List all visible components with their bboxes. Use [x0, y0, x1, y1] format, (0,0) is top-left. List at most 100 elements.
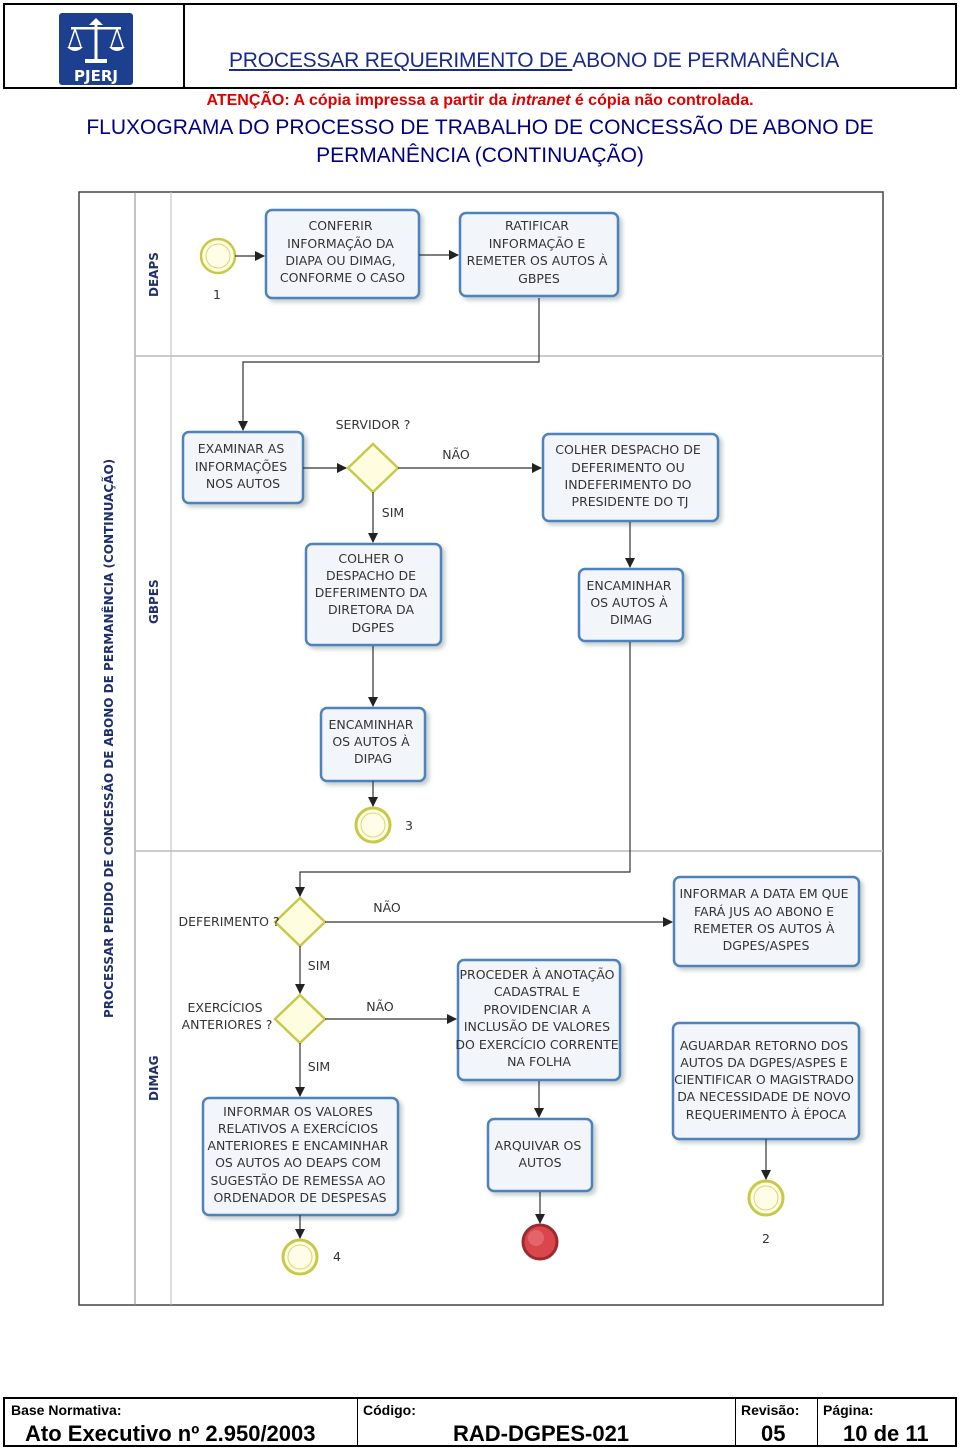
task-proceder-line: CADASTRAL E	[494, 984, 580, 999]
footer-revisao-label: Revisão:	[741, 1402, 800, 1418]
title-rest: ABONO DE PERMANÊNCIA	[572, 49, 840, 72]
attention-notice: ATENÇÃO: A cópia impressa a partir da in…	[0, 92, 960, 110]
title-underlined: PROCESSAR REQUERIMENTO DE	[229, 49, 573, 72]
pool-title: PROCESSAR PEDIDO DE CONCESSÃO DE ABONO D…	[101, 459, 116, 1018]
footer-codigo-label: Código:	[363, 1402, 416, 1418]
task-colher-indeferimento-line: PRESIDENTE DO TJ	[572, 494, 689, 509]
svg-text:EXERCÍCIOS ANTERIORES ?: EXERCÍCIOS ANTERIORES ?	[182, 1000, 273, 1032]
gateway-exercicios-label: EXERCÍCIOS	[187, 1000, 262, 1015]
task-encaminhar-dipag: ENCAMINHAR OS AUTOS À DIPAG	[319, 706, 427, 783]
flow-label-sim: SIM	[308, 1059, 330, 1074]
footer-base-label: Base Normativa:	[11, 1402, 122, 1418]
task-colher-diretora-line: DGPES	[352, 620, 395, 635]
flowchart-title-line1: FLUXOGRAMA DO PROCESSO DE TRABALHO DE CO…	[86, 116, 874, 139]
task-encaminhar-dimag-line: OS AUTOS À	[590, 595, 668, 610]
gateway-exercicios: EXERCÍCIOS ANTERIORES ?	[182, 993, 327, 1045]
gateway-deferimento-label: DEFERIMENTO ?	[178, 914, 279, 929]
task-aguardar-line: AUTOS DA DGPES/ASPES E	[680, 1055, 848, 1070]
bpmn-diagram: PROCESSAR PEDIDO DE CONCESSÃO DE ABONO D…	[78, 191, 884, 1306]
start-event-label: 1	[213, 287, 221, 302]
task-colher-diretora-line: COLHER O	[338, 551, 403, 566]
footer-base-value: Ato Executivo nº 2.950/2003	[25, 1421, 316, 1446]
svg-text:COLHER O DESPACHO DE: COLHER O DESPACHO DE DEFERIMENTO DA DIRE…	[315, 551, 431, 635]
task-informar-data-line: FARÁ JUS AO ABONO E	[694, 904, 834, 919]
task-aguardar-line: AGUARDAR RETORNO DOS	[680, 1038, 848, 1053]
task-encaminhar-dipag-line: OS AUTOS À	[332, 734, 410, 749]
lane-deaps: DEAPS	[147, 252, 161, 297]
document-title: PROCESSAR REQUERIMENTO DE ABONO DE PERMA…	[185, 5, 955, 87]
footer-pagina-value: 10 de 11	[843, 1421, 929, 1446]
footer-codigo-value: RAD-DGPES-021	[453, 1421, 630, 1446]
footer-codigo: Código: RAD-DGPES-021	[357, 1399, 736, 1446]
svg-text:EXAMINAR AS INFORMAÇÕES: EXAMINAR AS INFORMAÇÕES NOS AUTOS	[195, 441, 291, 491]
task-arquivar-line: ARQUIVAR OS	[495, 1138, 582, 1153]
svg-text:INFORMAR OS VALORES RELA: INFORMAR OS VALORES RELATIVOS A EXERCÍCI…	[208, 1104, 393, 1205]
task-informar-valores-line: INFORMAR OS VALORES	[223, 1104, 373, 1119]
task-aguardar-line: REQUERIMENTO À ÉPOCA	[686, 1107, 847, 1122]
sequence-flows	[235, 250, 771, 1239]
flowchart-title-line2: PERMANÊNCIA (CONTINUAÇÃO)	[316, 144, 644, 167]
task-colher-indeferimento-line: DEFERIMENTO OU	[571, 460, 684, 475]
task-ratificar-line: REMETER OS AUTOS À	[467, 253, 608, 268]
task-examinar-line: INFORMAÇÕES	[195, 459, 287, 474]
task-encaminhar-dipag-line: ENCAMINHAR	[329, 717, 414, 732]
task-examinar: EXAMINAR AS INFORMAÇÕES NOS AUTOS	[181, 430, 305, 505]
task-arquivar: ARQUIVAR OS AUTOS	[486, 1117, 594, 1193]
task-encaminhar-dimag: ENCAMINHAR OS AUTOS À DIMAG	[577, 567, 685, 643]
footer-pagina: Página: 10 de 11	[817, 1399, 955, 1446]
svg-text:ENCAMINHAR OS AUTOS À: ENCAMINHAR OS AUTOS À DIPAG	[329, 717, 418, 766]
end-event-2-label: 2	[762, 1231, 770, 1246]
footer-base-normativa: Base Normativa: Ato Executivo nº 2.950/2…	[5, 1399, 358, 1446]
task-informar-data: INFORMAR A DATA EM QUE FARÁ JUS AO ABONO…	[672, 875, 861, 968]
task-colher-indeferimento: COLHER DESPACHO DE DEFERIMENTO OU INDEFE…	[541, 432, 720, 523]
end-event-3-label: 3	[405, 818, 413, 833]
task-arquivar-line: AUTOS	[518, 1155, 561, 1170]
task-examinar-line: EXAMINAR AS	[198, 441, 285, 456]
svg-text:INFORMAR A DATA EM QUE F: INFORMAR A DATA EM QUE FARÁ JUS AO ABONO…	[680, 886, 853, 953]
end-event-4-label: 4	[333, 1249, 341, 1264]
task-aguardar-line: CIENTIFICAR O MAGISTRADO	[674, 1072, 854, 1087]
svg-text:COLHER DESPACHO DE DEFER: COLHER DESPACHO DE DEFERIMENTO OU INDEFE…	[555, 442, 704, 509]
task-informar-valores-line: ORDENADOR DE DESPESAS	[213, 1190, 386, 1205]
task-conferir: CONFERIR INFORMAÇÃO DA DIAPA OU DIMAG, C…	[264, 208, 421, 300]
task-proceder-line: DO EXERCÍCIO CORRENTE	[455, 1037, 618, 1052]
svg-text:AGUARDAR RETORNO DOS AUT: AGUARDAR RETORNO DOS AUTOS DA DGPES/ASPE…	[674, 1038, 858, 1122]
end-event-4: 4	[281, 1238, 341, 1276]
task-conferir-line: CONFERIR	[308, 218, 372, 233]
task-informar-data-line: INFORMAR A DATA EM QUE	[680, 886, 849, 901]
flow-label-nao: NÃO	[373, 900, 401, 915]
end-event-3: 3	[354, 806, 413, 844]
task-conferir-line: DIAPA OU DIMAG,	[285, 253, 395, 268]
task-aguardar: AGUARDAR RETORNO DOS AUTOS DA DGPES/ASPE…	[671, 1021, 861, 1141]
gateway-servidor-label: SERVIDOR ?	[336, 417, 411, 432]
task-ratificar-line: RATIFICAR	[505, 218, 569, 233]
task-proceder-line: INCLUSÃO DE VALORES	[464, 1019, 610, 1034]
task-colher-indeferimento-line: COLHER DESPACHO DE	[555, 442, 701, 457]
svg-text:CONFERIR INFORMAÇÃO DA: CONFERIR INFORMAÇÃO DA DIAPA OU DIMAG, C…	[280, 218, 405, 285]
task-informar-valores-line: RELATIVOS A EXERCÍCIOS	[218, 1121, 378, 1136]
attention-italic: intranet	[511, 92, 571, 109]
svg-text:RATIFICAR INFORMAÇÃO E: RATIFICAR INFORMAÇÃO E REMETER OS AUTOS …	[467, 218, 612, 286]
task-informar-valores: INFORMAR OS VALORES RELATIVOS A EXERCÍCI…	[201, 1096, 400, 1217]
task-examinar-line: NOS AUTOS	[206, 476, 280, 491]
footer-revisao: Revisão: 05	[735, 1399, 818, 1446]
end-event-2: 2	[747, 1179, 785, 1246]
lane-gbpes: GBPES	[147, 579, 161, 624]
document-footer: Base Normativa: Ato Executivo nº 2.950/2…	[3, 1397, 957, 1447]
task-colher-diretora-line: DIRETORA DA	[328, 602, 414, 617]
task-encaminhar-dipag-line: DIPAG	[354, 751, 392, 766]
svg-text:ENCAMINHAR OS AUTOS À: ENCAMINHAR OS AUTOS À DIMAG	[587, 578, 676, 627]
task-informar-valores-line: ANTERIORES E ENCAMINHAR	[208, 1138, 389, 1153]
task-ratificar-line: INFORMAÇÃO E	[489, 236, 586, 251]
task-informar-valores-line: OS AUTOS AO DEAPS COM	[215, 1155, 381, 1170]
lane-dimag: DIMAG	[147, 1055, 161, 1101]
attention-part1: ATENÇÃO: A cópia impressa a partir da	[206, 92, 512, 109]
svg-text:PROCEDER À ANOTAÇÃO CADA: PROCEDER À ANOTAÇÃO CADASTRAL E PROVIDEN…	[455, 967, 622, 1069]
footer-pagina-label: Página:	[823, 1402, 874, 1418]
logo-text: PJERJ	[74, 67, 118, 85]
document-header: PJERJ PROCESSAR REQUERIMENTO DE ABONO DE…	[3, 3, 957, 89]
task-informar-data-line: DGPES/ASPES	[723, 938, 810, 953]
task-informar-data-line: REMETER OS AUTOS À	[694, 921, 835, 936]
flowchart-title: FLUXOGRAMA DO PROCESSO DE TRABALHO DE CO…	[20, 114, 940, 170]
task-proceder-line: NA FOLHA	[507, 1054, 571, 1069]
